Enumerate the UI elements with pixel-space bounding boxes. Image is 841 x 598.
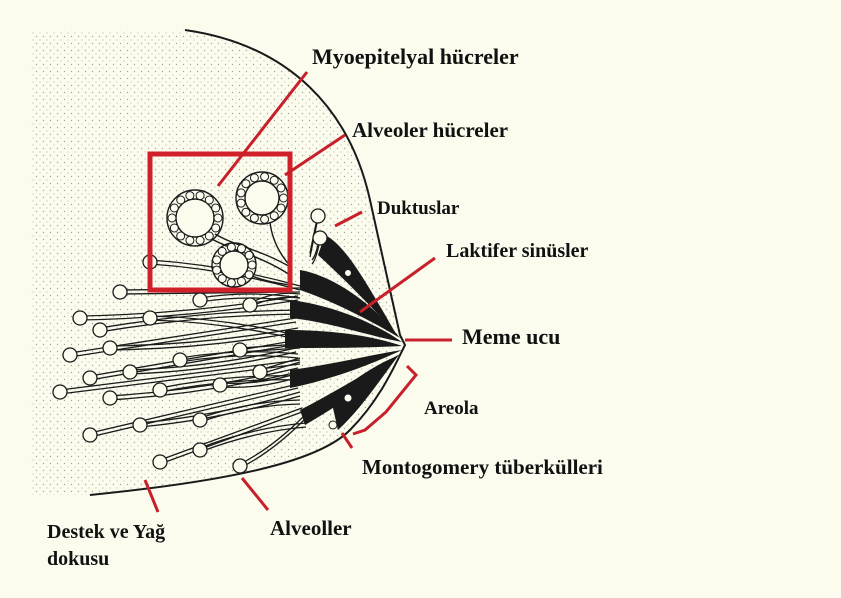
- label-meme-ucu: Meme ucu: [462, 324, 560, 349]
- alveolar-cell: [270, 212, 278, 220]
- alveolus: [53, 385, 67, 399]
- alveolar-cell: [227, 279, 235, 287]
- alveolar-cell: [245, 271, 253, 279]
- alveolus: [83, 428, 97, 442]
- alveolar-cell: [170, 204, 178, 212]
- label-myoepitelyal: Myoepitelyal hücreler: [312, 44, 519, 69]
- alveolar-cell: [196, 236, 204, 244]
- label-areola: Areola: [424, 398, 479, 420]
- alveolar-cell: [238, 277, 246, 285]
- alveolar-cell: [237, 199, 245, 207]
- alveolar-cell: [205, 232, 213, 240]
- alveolar-cell: [213, 256, 221, 264]
- alveolus: [313, 231, 327, 245]
- alveolus: [93, 323, 107, 337]
- alveolar-cell: [277, 204, 285, 212]
- alveolar-cell: [280, 194, 288, 202]
- alveolar-cell: [214, 214, 222, 222]
- label-duktuslar: Duktuslar: [377, 198, 459, 220]
- alveolar-cell: [186, 236, 194, 244]
- alveolar-cell: [218, 247, 226, 255]
- alveolus: [233, 459, 247, 473]
- label-destek-line1: Destek ve Yağ: [47, 521, 165, 544]
- alveolar-cell: [237, 189, 245, 197]
- label-montgomery: Montogomery tüberkülleri: [362, 455, 603, 479]
- alveolar-cell: [261, 173, 269, 181]
- alveolar-cell: [248, 261, 256, 269]
- label-alveoller: Alveoller: [270, 516, 352, 540]
- alveolar-cell: [196, 192, 204, 200]
- alveolar-cell: [261, 215, 269, 223]
- alveolar-cell: [250, 174, 258, 182]
- alveolus: [311, 209, 325, 223]
- alveolus: [193, 413, 207, 427]
- alveolus: [133, 418, 147, 432]
- alveolus: [73, 311, 87, 325]
- alveolus: [173, 353, 187, 367]
- alveolus: [63, 348, 77, 362]
- alveolar-cell: [170, 224, 178, 232]
- label-alveoler-hucreler: Alveoler hücreler: [352, 118, 508, 142]
- alveolar-cell: [227, 243, 235, 251]
- alveolar-cell: [212, 204, 220, 212]
- alveolar-cell: [277, 184, 285, 192]
- alveolar-cell: [205, 196, 213, 204]
- alveolus: [243, 298, 257, 312]
- alveolus: [253, 365, 267, 379]
- alveolar-cell: [186, 192, 194, 200]
- alveolar-cell: [250, 214, 258, 222]
- label-laktifer: Laktifer sinüsler: [446, 240, 588, 263]
- alveolus: [153, 383, 167, 397]
- alveolar-cell: [242, 208, 250, 216]
- alveolar-cell: [218, 275, 226, 283]
- alveolus: [153, 455, 167, 469]
- alveolar-cell: [242, 180, 250, 188]
- alveolus: [83, 371, 97, 385]
- alveolus: [193, 443, 207, 457]
- alveolar-cell: [168, 214, 176, 222]
- alveolus: [233, 343, 247, 357]
- alveolar-cell: [177, 196, 185, 204]
- alveolus: [123, 365, 137, 379]
- alveolar-cell: [245, 251, 253, 259]
- label-destek-line2: dokusu: [47, 548, 109, 571]
- alveolus: [113, 285, 127, 299]
- alveolus: [143, 311, 157, 325]
- alveolus: [103, 341, 117, 355]
- alveolar-cell: [177, 232, 185, 240]
- alveolar-cell: [212, 224, 220, 232]
- alveolus: [193, 293, 207, 307]
- alveolar-cell: [213, 266, 221, 274]
- alveolus: [213, 378, 227, 392]
- alveolar-cell: [238, 245, 246, 253]
- alveolar-cell: [270, 176, 278, 184]
- alveolus: [103, 391, 117, 405]
